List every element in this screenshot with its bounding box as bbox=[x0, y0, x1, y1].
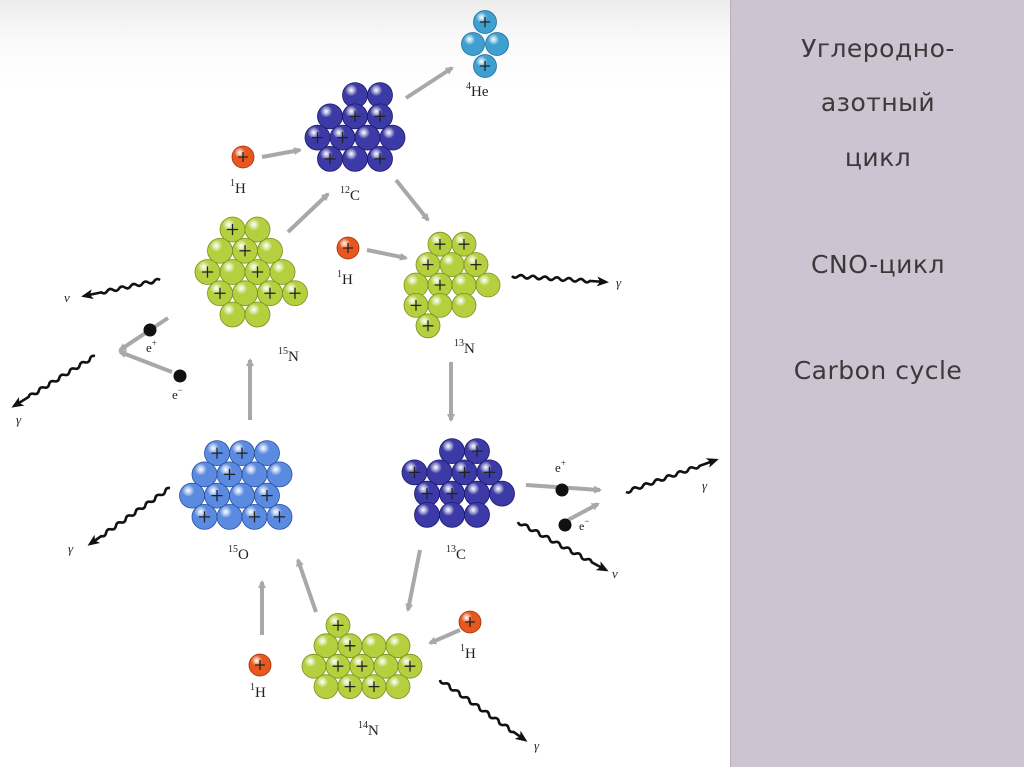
label-gamma-n13: γ bbox=[616, 275, 622, 290]
label-n13: 13N bbox=[454, 338, 475, 357]
title-panel: Углеродно- азотный цикл CNO-цикл Carbon … bbox=[730, 0, 1024, 767]
label-o15: 15O bbox=[228, 544, 249, 563]
subtitle-cno: CNO-цикл bbox=[811, 250, 945, 279]
arrow-c12-to-he4 bbox=[404, 66, 454, 100]
arrow-c13-to-n14 bbox=[405, 549, 422, 612]
hydrogen-proton-3 bbox=[248, 653, 272, 677]
label-n15: 15N bbox=[278, 346, 299, 365]
electron-dot bbox=[558, 518, 572, 532]
label-n14: 14N bbox=[358, 720, 379, 739]
label-h1-top: 1H bbox=[230, 178, 246, 197]
gamma-wave-o15 bbox=[87, 486, 171, 546]
positron-dot bbox=[143, 323, 157, 337]
label-electron-left: e− bbox=[172, 385, 183, 402]
title-line-3: цикл bbox=[844, 143, 912, 172]
arrow-positron-left bbox=[118, 316, 170, 352]
arrow-h-to-n14 bbox=[428, 628, 461, 645]
arrow-n14-to-o15 bbox=[296, 558, 318, 613]
label-gamma-far-left: γ bbox=[16, 412, 22, 427]
label-c12: 12C bbox=[340, 185, 360, 204]
arrow-h-to-c12 bbox=[261, 147, 302, 159]
label-positron-left: e+ bbox=[146, 338, 157, 355]
gamma-wave-right bbox=[625, 458, 719, 494]
label-neutrino-left: ν bbox=[64, 290, 70, 305]
gamma-wave-far-left bbox=[11, 354, 96, 408]
arrow-h-to-n13 bbox=[366, 248, 408, 261]
oxygen-15-nucleus bbox=[179, 440, 293, 530]
positron-dot bbox=[555, 483, 569, 497]
nitrogen-14-nucleus bbox=[301, 613, 423, 699]
label-h1-bottom-left: 1H bbox=[250, 682, 266, 701]
cno-cycle-diagram: 4He 1H 12C 1H 15N 13N 15O 13C 14N 1H 1H … bbox=[0, 0, 730, 767]
nitrogen-13-nucleus bbox=[403, 231, 501, 339]
neutrino-wave-left bbox=[81, 277, 161, 300]
arrow-c12-to-n13 bbox=[394, 178, 430, 222]
title-line-1: Углеродно- bbox=[801, 34, 955, 63]
arrow-electron-right bbox=[567, 502, 600, 522]
diagram-canvas: 4He 1H 12C 1H 15N 13N 15O 13C 14N 1H 1H … bbox=[11, 10, 719, 753]
label-positron-right: e+ bbox=[555, 458, 566, 475]
electron-dot bbox=[173, 369, 187, 383]
subtitle-carbon-cycle: Carbon cycle bbox=[793, 356, 963, 385]
label-c13: 13C bbox=[446, 544, 466, 563]
helium-4-nucleus bbox=[461, 10, 509, 78]
hydrogen-proton-4 bbox=[458, 610, 482, 634]
nitrogen-15-nucleus bbox=[194, 216, 308, 328]
carbon-12-nucleus bbox=[304, 82, 406, 172]
hydrogen-proton-2 bbox=[336, 236, 360, 260]
neutrino-wave-right bbox=[516, 521, 609, 572]
label-electron-right: e− bbox=[579, 516, 589, 533]
arrow-n15-to-c12 bbox=[286, 192, 330, 234]
label-h1-mid: 1H bbox=[337, 269, 353, 288]
label-h1-bottom-right: 1H bbox=[460, 643, 476, 662]
carbon-13-nucleus bbox=[401, 438, 515, 528]
label-he4: 4He bbox=[466, 81, 489, 100]
label-neutrino-right: ν bbox=[612, 566, 618, 581]
hydrogen-proton-1 bbox=[231, 145, 255, 169]
arrow-electron-left bbox=[118, 350, 173, 374]
title-line-2: азотный bbox=[820, 88, 936, 117]
gamma-wave-n13 bbox=[511, 273, 609, 287]
label-gamma-o15: γ bbox=[68, 541, 74, 556]
label-gamma-right: γ bbox=[702, 478, 708, 493]
gamma-wave-bottom bbox=[438, 679, 528, 742]
label-gamma-bottom: γ bbox=[534, 738, 540, 753]
